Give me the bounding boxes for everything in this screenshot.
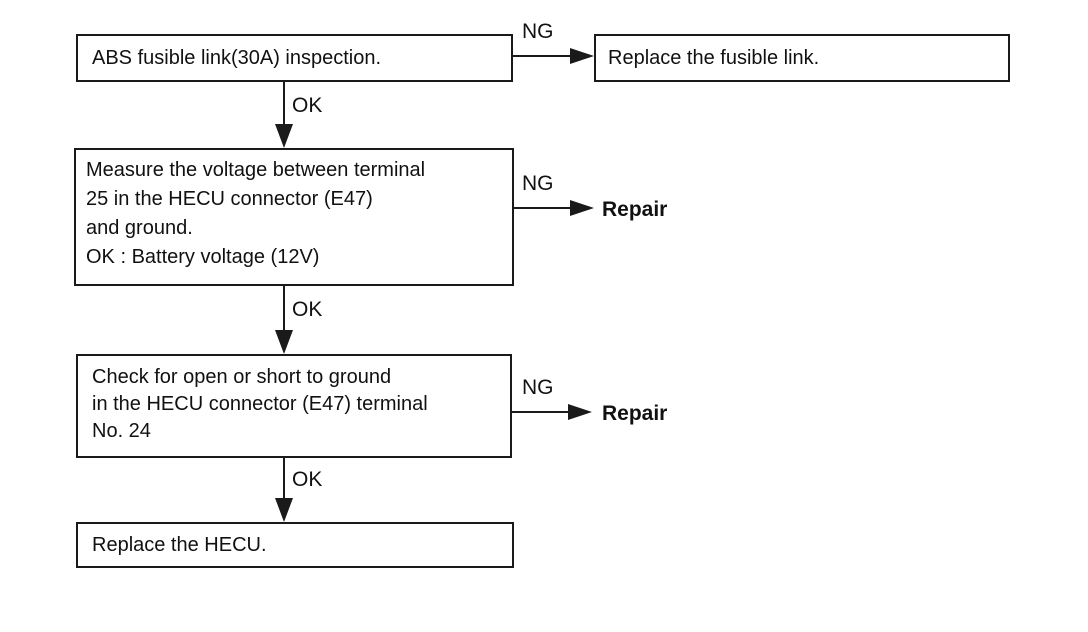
arrowhead-step2-ng bbox=[570, 200, 594, 216]
step3-text: Check for open or short to ground in the… bbox=[92, 366, 428, 442]
step1-text: ABS fusible link(30A) inspection. bbox=[92, 47, 382, 69]
step1-box bbox=[76, 34, 513, 82]
ok-label-3: OK bbox=[292, 468, 323, 491]
replace-fusible-link-text: Replace the fusible link. bbox=[608, 47, 820, 69]
arrowhead-step3-ng bbox=[568, 404, 592, 420]
ok-label-2: OK bbox=[292, 298, 323, 321]
step2-box bbox=[74, 148, 514, 286]
step2-text: Measure the voltage between terminal 25 … bbox=[86, 159, 426, 268]
arrowhead-step1-ng bbox=[570, 48, 594, 64]
arrowhead-step1-ok bbox=[275, 124, 293, 148]
replace-fusible-link-box bbox=[594, 34, 1010, 82]
arrowhead-step2-ok bbox=[275, 330, 293, 354]
ok-label-1: OK bbox=[292, 94, 323, 117]
ng-label-2: NG bbox=[522, 172, 554, 195]
arrowhead-step3-ok bbox=[275, 498, 293, 522]
step3-box bbox=[76, 354, 512, 458]
ng-label-3: NG bbox=[522, 376, 554, 399]
step4-box bbox=[76, 522, 514, 568]
step4-text: Replace the HECU. bbox=[92, 534, 267, 556]
step3-repair-label: Repair bbox=[602, 402, 668, 425]
ng-label-1: NG bbox=[522, 20, 554, 43]
step2-repair-label: Repair bbox=[602, 198, 668, 221]
